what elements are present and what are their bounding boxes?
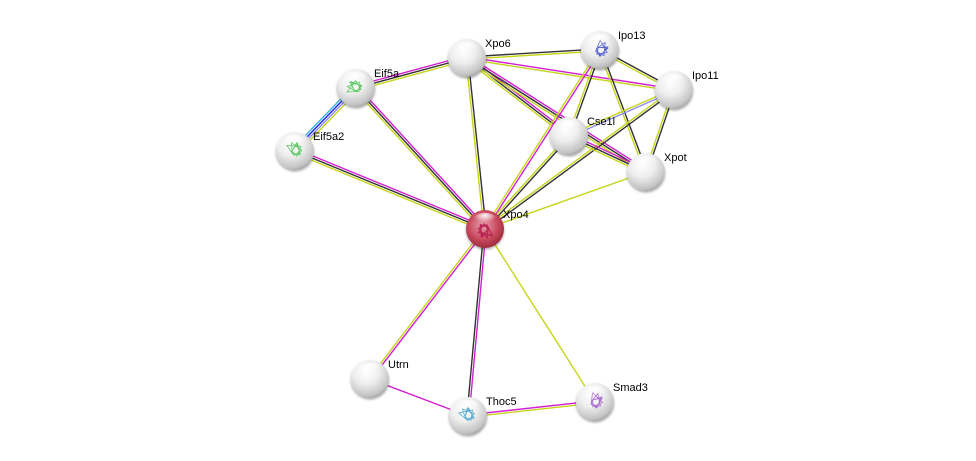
node-highlight: [634, 155, 658, 170]
node-highlight: [455, 41, 479, 56]
node-label: Ipo13: [618, 30, 646, 42]
node-label: Thoc5: [486, 396, 517, 408]
edge-ipo11-cse1l[interactable]: [568, 88, 675, 138]
edge-evidence-textmining: [484, 171, 647, 230]
node-label: Utrn: [388, 359, 409, 371]
node-label: Xpo4: [503, 209, 529, 221]
edge-evidence-coexpression: [485, 136, 571, 231]
node-label: Xpo6: [485, 38, 511, 50]
node-label: Ipo11: [692, 70, 719, 82]
edge-evidence-textmining: [483, 88, 674, 229]
edge-eif5a-xpo6[interactable]: [355, 55, 468, 91]
node-thoc5[interactable]: Thoc5: [449, 396, 517, 435]
node-xpo6[interactable]: Xpo6: [448, 38, 511, 77]
edge-evidence-coexpression: [466, 48, 600, 58]
node-ipo11[interactable]: Ipo11: [655, 70, 719, 109]
node-highlight: [358, 362, 382, 377]
edge-evidence-experiments: [485, 50, 602, 230]
node-highlight: [344, 71, 368, 86]
edge-eif5a-xpo4[interactable]: [353, 86, 488, 231]
node-label: Smad3: [613, 382, 648, 394]
node-label: Xpot: [664, 152, 687, 164]
edge-evidence-textmining: [468, 402, 596, 418]
edge-evidence-textmining: [467, 50, 601, 60]
edge-evidence-textmining: [466, 58, 674, 92]
edge-evidence-experiments: [370, 229, 487, 381]
node-highlight: [557, 119, 581, 134]
edge-evidence-coexpression: [355, 87, 486, 230]
edge-evidence-textmining: [353, 89, 484, 231]
edge-xpot-xpo4[interactable]: [484, 171, 647, 230]
edge-ipo13-xpo4[interactable]: [483, 49, 602, 230]
node-highlight: [456, 399, 480, 414]
edge-evidence-experiments: [467, 56, 675, 90]
edge-xpo6-ipo13[interactable]: [466, 48, 601, 60]
edge-evidence-textmining: [356, 59, 468, 91]
node-label: Eif5a2: [313, 131, 344, 143]
edge-evidence-textmining: [465, 58, 485, 230]
edge-evidence-textmining: [483, 134, 569, 229]
edge-evidence-coexpression: [467, 57, 487, 229]
edge-evidence-homology: [569, 90, 675, 138]
edge-evidence-experiments: [357, 86, 488, 228]
edge-evidence-coexpression: [355, 57, 468, 89]
node-eif5a[interactable]: Eif5a: [337, 68, 400, 107]
edge-evidence-textmining: [293, 152, 485, 232]
edge-layer: [292, 48, 676, 418]
edge-ipo11-xpo4[interactable]: [483, 88, 676, 231]
edge-eif5a2-xpo4[interactable]: [293, 148, 487, 232]
edge-cse1l-xpo4[interactable]: [483, 134, 571, 231]
node-highlight: [588, 33, 612, 48]
node-smad3[interactable]: Smad3: [576, 382, 648, 421]
edge-evidence-textmining: [483, 49, 600, 229]
edge-evidence-textmining: [368, 227, 485, 379]
edge-evidence-experiments: [355, 55, 467, 87]
node-xpo4[interactable]: Xpo4: [466, 209, 529, 248]
edge-xpo6-xpo4[interactable]: [465, 57, 487, 230]
edge-evidence-experiments: [468, 229, 487, 417]
edge-evidence-experiments: [467, 400, 595, 416]
node-highlight: [662, 73, 686, 88]
node-highlight: [283, 134, 307, 149]
node-cse1l[interactable]: Cse1l: [550, 116, 615, 155]
edge-xpo4-smad3[interactable]: [484, 228, 596, 403]
node-highlight: [583, 385, 607, 400]
node-ipo13[interactable]: Ipo13: [581, 30, 646, 69]
edge-evidence-coexpression: [485, 90, 676, 231]
node-label: Cse1l: [587, 116, 615, 128]
edge-evidence-textmining: [568, 88, 674, 136]
edge-evidence-experiments: [295, 148, 487, 228]
node-label: Eif5a: [374, 68, 400, 80]
edge-evidence-coexpression: [294, 150, 486, 230]
node-utrn[interactable]: Utrn: [351, 359, 409, 398]
edge-xpo6-ipo11[interactable]: [466, 56, 675, 92]
node-eif5a2[interactable]: Eif5a2: [276, 131, 344, 170]
edge-xpo4-thoc5[interactable]: [466, 228, 487, 417]
edge-evidence-coexpression: [466, 228, 485, 416]
node-highlight: [473, 212, 497, 227]
edge-evidence-textmining: [484, 228, 596, 403]
edge-xpo4-utrn[interactable]: [368, 227, 487, 381]
node-xpot[interactable]: Xpot: [627, 152, 687, 191]
edge-thoc5-smad3[interactable]: [467, 400, 596, 418]
